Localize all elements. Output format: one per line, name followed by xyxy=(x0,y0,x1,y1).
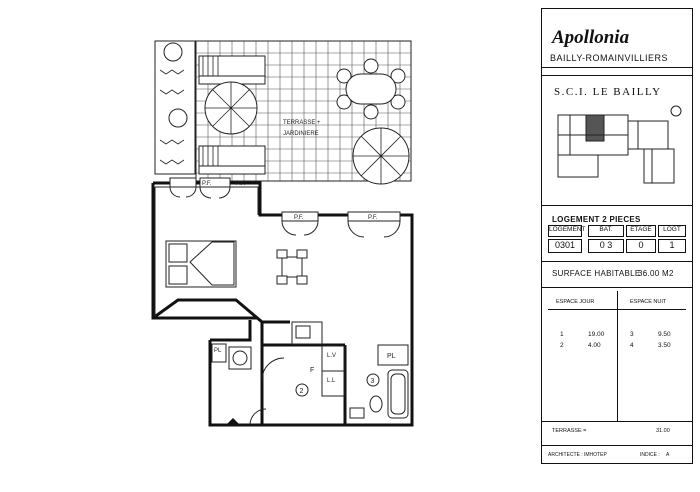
index-label: INDICE : xyxy=(640,452,660,458)
entry-door-swing xyxy=(249,408,267,426)
architect-name: IMHOTEP xyxy=(584,452,607,458)
room-3-num: 3 xyxy=(630,331,634,338)
val-etage: 0 xyxy=(626,239,656,253)
parasol-right xyxy=(352,127,410,185)
col-nuit: ESPACE NUIT xyxy=(630,299,667,305)
bed xyxy=(165,240,237,288)
label-ll: L.L xyxy=(327,378,336,384)
surface-value: 36.00 M2 xyxy=(638,269,674,278)
room-2-num: 2 xyxy=(560,342,564,349)
closet-left xyxy=(211,343,227,363)
kitchen-door-swing xyxy=(261,357,285,381)
hdr-logt: LOGT xyxy=(658,225,686,237)
brand-logo: Apollonia xyxy=(552,27,630,48)
dining-table xyxy=(276,249,308,285)
key-plan xyxy=(557,105,682,184)
svg-text:3: 3 xyxy=(371,378,375,385)
french-window-3 xyxy=(281,211,319,236)
closet-label-left: PL xyxy=(214,348,222,354)
val-logement: 0301 xyxy=(548,239,582,253)
garden-table xyxy=(336,58,406,120)
door-label-3: P.F. xyxy=(294,215,304,221)
north-arrow-icon xyxy=(670,105,682,117)
walls xyxy=(151,181,414,427)
sun-lounger-bottom xyxy=(198,145,266,175)
room-number-2: 2 xyxy=(295,383,309,397)
cooktop-label: F xyxy=(310,367,314,374)
apartment-type: LOGEMENT 2 PIECES xyxy=(552,215,641,224)
room-2-area: 4.00 xyxy=(588,342,601,349)
kitchen-unit xyxy=(291,321,345,397)
index-value: A xyxy=(666,452,670,458)
company-name: S.C.I. LE BAILLY xyxy=(554,86,662,98)
door-label-4: P.F. xyxy=(368,215,378,221)
val-logt: 1 xyxy=(658,239,686,253)
label-lv: L.V xyxy=(327,353,336,359)
washbasin xyxy=(369,395,383,413)
col-divider xyxy=(617,291,618,421)
hdr-bat: BAT. xyxy=(588,225,624,237)
french-window-1 xyxy=(169,177,197,198)
closet-right xyxy=(377,344,409,366)
col-jour: ESPACE JOUR xyxy=(556,299,595,305)
floor-plan: TERRASSE + JARDINIERE P.F. P.F. P.F. P.F… xyxy=(151,40,414,427)
parasol-left xyxy=(204,81,258,135)
french-window-4 xyxy=(347,211,401,238)
room-number-3: 3 xyxy=(366,373,380,387)
room-4-num: 4 xyxy=(630,342,634,349)
sun-lounger-top xyxy=(198,55,266,85)
terrace-area-label: TERRASSE = xyxy=(552,428,587,434)
planter xyxy=(154,40,196,175)
terrace-label-1: TERRASSE + xyxy=(283,120,321,126)
toilet-cabinet xyxy=(349,407,365,419)
room-1-area: 19.00 xyxy=(588,331,605,338)
title-block: Apollonia BAILLY-ROMAINVILLIERS S.C.I. L… xyxy=(541,8,693,464)
terrace-outline xyxy=(195,40,412,182)
door-label-2: P.F. xyxy=(236,181,246,187)
hdr-etage: ETAGE xyxy=(626,225,656,237)
water-heater xyxy=(228,346,252,370)
town-name: BAILLY-ROMAINVILLIERS xyxy=(550,53,669,63)
bathtub xyxy=(387,369,409,419)
val-bat: 0 3 xyxy=(588,239,624,253)
surface-label: SURFACE HABITABLE : xyxy=(552,269,646,278)
hdr-logement: LOGEMENT xyxy=(548,225,585,237)
entrance-arrow-icon xyxy=(226,418,240,425)
room-1-num: 1 xyxy=(560,331,564,338)
architect-label: ARCHITECTE : xyxy=(548,452,583,458)
french-window-2 xyxy=(199,177,231,199)
terrace-area-value: 31.00 xyxy=(656,428,670,434)
terrace-label-2: JARDINIERE xyxy=(283,131,319,137)
room-4-area: 3.50 xyxy=(658,342,671,349)
svg-text:2: 2 xyxy=(300,388,304,395)
room-3-area: 9.50 xyxy=(658,331,671,338)
door-label-1: P.F. xyxy=(202,181,212,187)
closet-label-right: PL xyxy=(387,353,396,360)
